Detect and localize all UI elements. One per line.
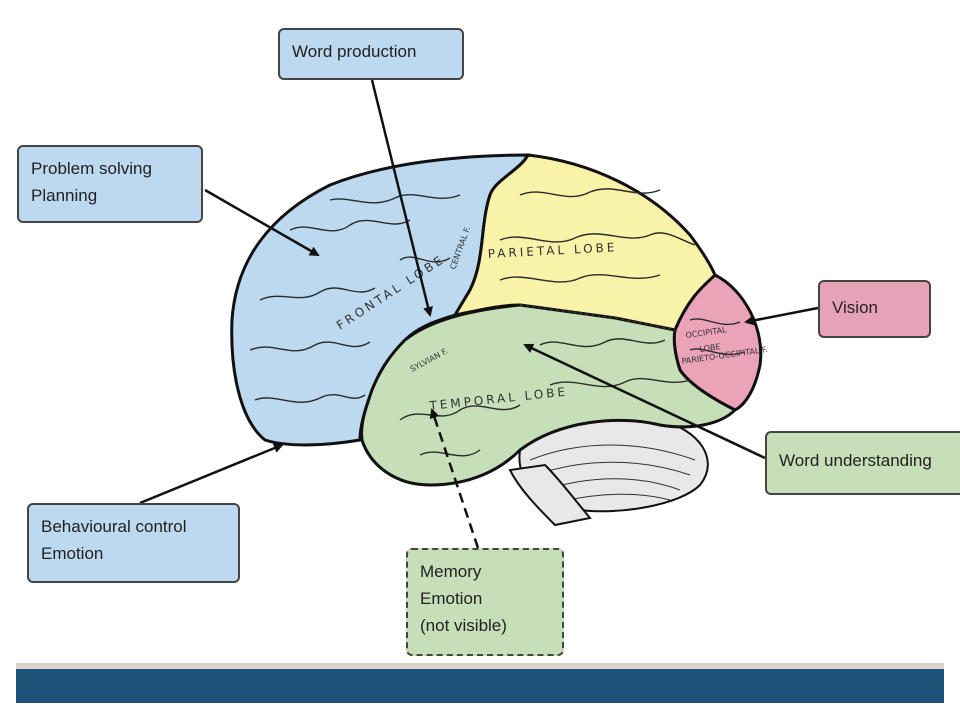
label-word-production: Word production [278,28,464,80]
gyri-lines [249,188,746,457]
brain-stem [508,463,592,527]
arrow-memory [429,408,480,549]
arrow-word-understanding [523,343,766,460]
occipital-lobe-label-2: LOBE [699,342,721,354]
arrow-word-production [370,79,433,317]
label-vision: Vision [818,280,931,338]
arrow-behavioural-control [139,443,284,505]
label-text: Emotion [420,589,483,608]
label-text: Memory [420,562,482,581]
label-text: Planning [31,186,98,205]
arrow-problem-solving [204,188,320,257]
label-text: (not visible) [420,616,507,635]
arrows [139,79,819,549]
label-text: Problem solving [31,159,152,178]
footer-bar [16,663,944,703]
lobe-boundary-dotted [519,304,676,331]
label-text: Vision [832,298,878,317]
label-text: Emotion [41,544,104,563]
label-text: Word production [292,42,417,61]
arrow-vision [744,306,819,326]
parietal-lobe-label: PARIETAL LOBE [487,240,617,261]
label-word-understanding: Word understanding [765,431,960,495]
temporal-lobe [360,303,738,487]
label-text: Behavioural control [41,517,187,536]
label-problem-solving: Problem solving Planning [17,145,203,223]
label-memory: Memory Emotion (not visible) [406,548,564,656]
label-behavioural-control: Behavioural control Emotion [27,503,240,583]
label-text: Word understanding [779,451,932,470]
